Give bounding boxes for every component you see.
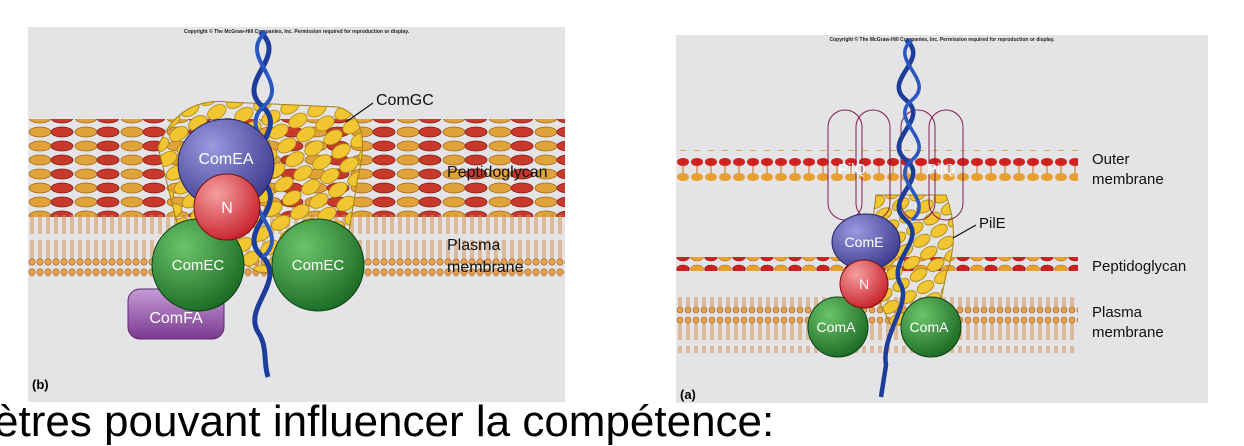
comfa-label: ComFA — [149, 310, 203, 327]
panel-b-diagram: ComEA N ComEC ComEC ComFA ComGC Peptidog… — [28, 30, 565, 378]
come-label: ComE — [845, 234, 884, 250]
copyright-notice: Copyright © The McGraw-Hill Companies, I… — [183, 29, 409, 35]
dna-strand-2 — [903, 38, 921, 222]
panel-b-letter: (b) — [32, 377, 49, 392]
outer-membrane-label-line1: Outer — [1092, 151, 1130, 168]
comec-left-label: ComEC — [172, 257, 225, 274]
coma-right-label: ComA — [910, 319, 950, 335]
nuclease-n-protein — [193, 173, 261, 241]
plasma-label-line1: Plasma — [447, 237, 500, 254]
copyright-notice: Copyright © The McGraw-Hill Companies, I… — [829, 37, 1055, 43]
dna-strand-1 — [878, 38, 916, 398]
nuclease-n-protein — [839, 259, 889, 309]
plasma-label-line2: membrane — [447, 259, 524, 276]
coma-left-label: ComA — [817, 319, 857, 335]
comgc-label: ComGC — [376, 92, 434, 109]
plasma-membrane-layer — [676, 297, 1078, 353]
n-label: N — [859, 276, 869, 292]
comea-label: ComEA — [198, 151, 253, 168]
plasma-label-line2: membrane — [1092, 324, 1164, 341]
peptidoglycan-label: Peptidoglycan — [447, 164, 548, 181]
slide-heading-text: ètres pouvant influencer la compétence: — [0, 397, 775, 446]
outer-membrane-label-line2: membrane — [1092, 171, 1164, 188]
peptidoglycan-label: Peptidoglycan — [1092, 258, 1186, 275]
n-label: N — [221, 200, 233, 217]
comec-right-protein — [271, 218, 365, 312]
panel-a-letter: (a) — [680, 387, 696, 402]
pilq-left-label: PilQ — [838, 161, 866, 178]
pile-leader-line — [952, 224, 977, 239]
panel-b-figure: Copyright © The McGraw-Hill Companies, I… — [28, 27, 565, 402]
pilq-right-barrel-2 — [928, 109, 964, 221]
comec-right-label: ComEC — [292, 257, 345, 274]
plasma-label-line1: Plasma — [1092, 304, 1143, 321]
coma-left-protein — [807, 296, 869, 358]
outer-membrane-layer — [676, 150, 1078, 186]
panel-a-diagram: PilQ PilQ ComE N ComA ComA Outer membran… — [676, 38, 1186, 398]
coma-right-protein — [900, 296, 962, 358]
pilq-right-label: PilQ — [927, 161, 955, 178]
dna-strand-1 — [251, 30, 273, 378]
pile-label: PilE — [979, 215, 1006, 232]
panel-a-figure: Copyright © The McGraw-Hill Companies, I… — [676, 35, 1208, 403]
comgc-leader-line — [345, 102, 374, 123]
pilq-right-barrel-1 — [900, 109, 936, 221]
